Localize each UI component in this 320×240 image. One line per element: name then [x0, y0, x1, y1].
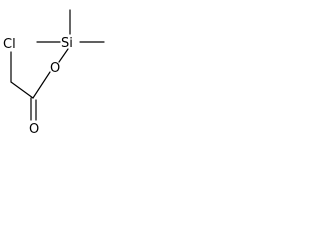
bond-carbonyl-carbon-ch2 — [10, 81, 34, 99]
atom-label-silicon: Si — [61, 36, 73, 51]
bond-si-oxygen — [58, 48, 69, 63]
bond-oxygen-carbonyl-carbon — [32, 71, 51, 99]
chemical-structure-diagram: Cl Si O O — [3, 9, 105, 137]
atom-label-chlorine: Cl — [3, 37, 16, 52]
atom-label-carbonyl-oxygen: O — [29, 122, 39, 137]
atom-label-ester-oxygen: O — [50, 61, 60, 76]
